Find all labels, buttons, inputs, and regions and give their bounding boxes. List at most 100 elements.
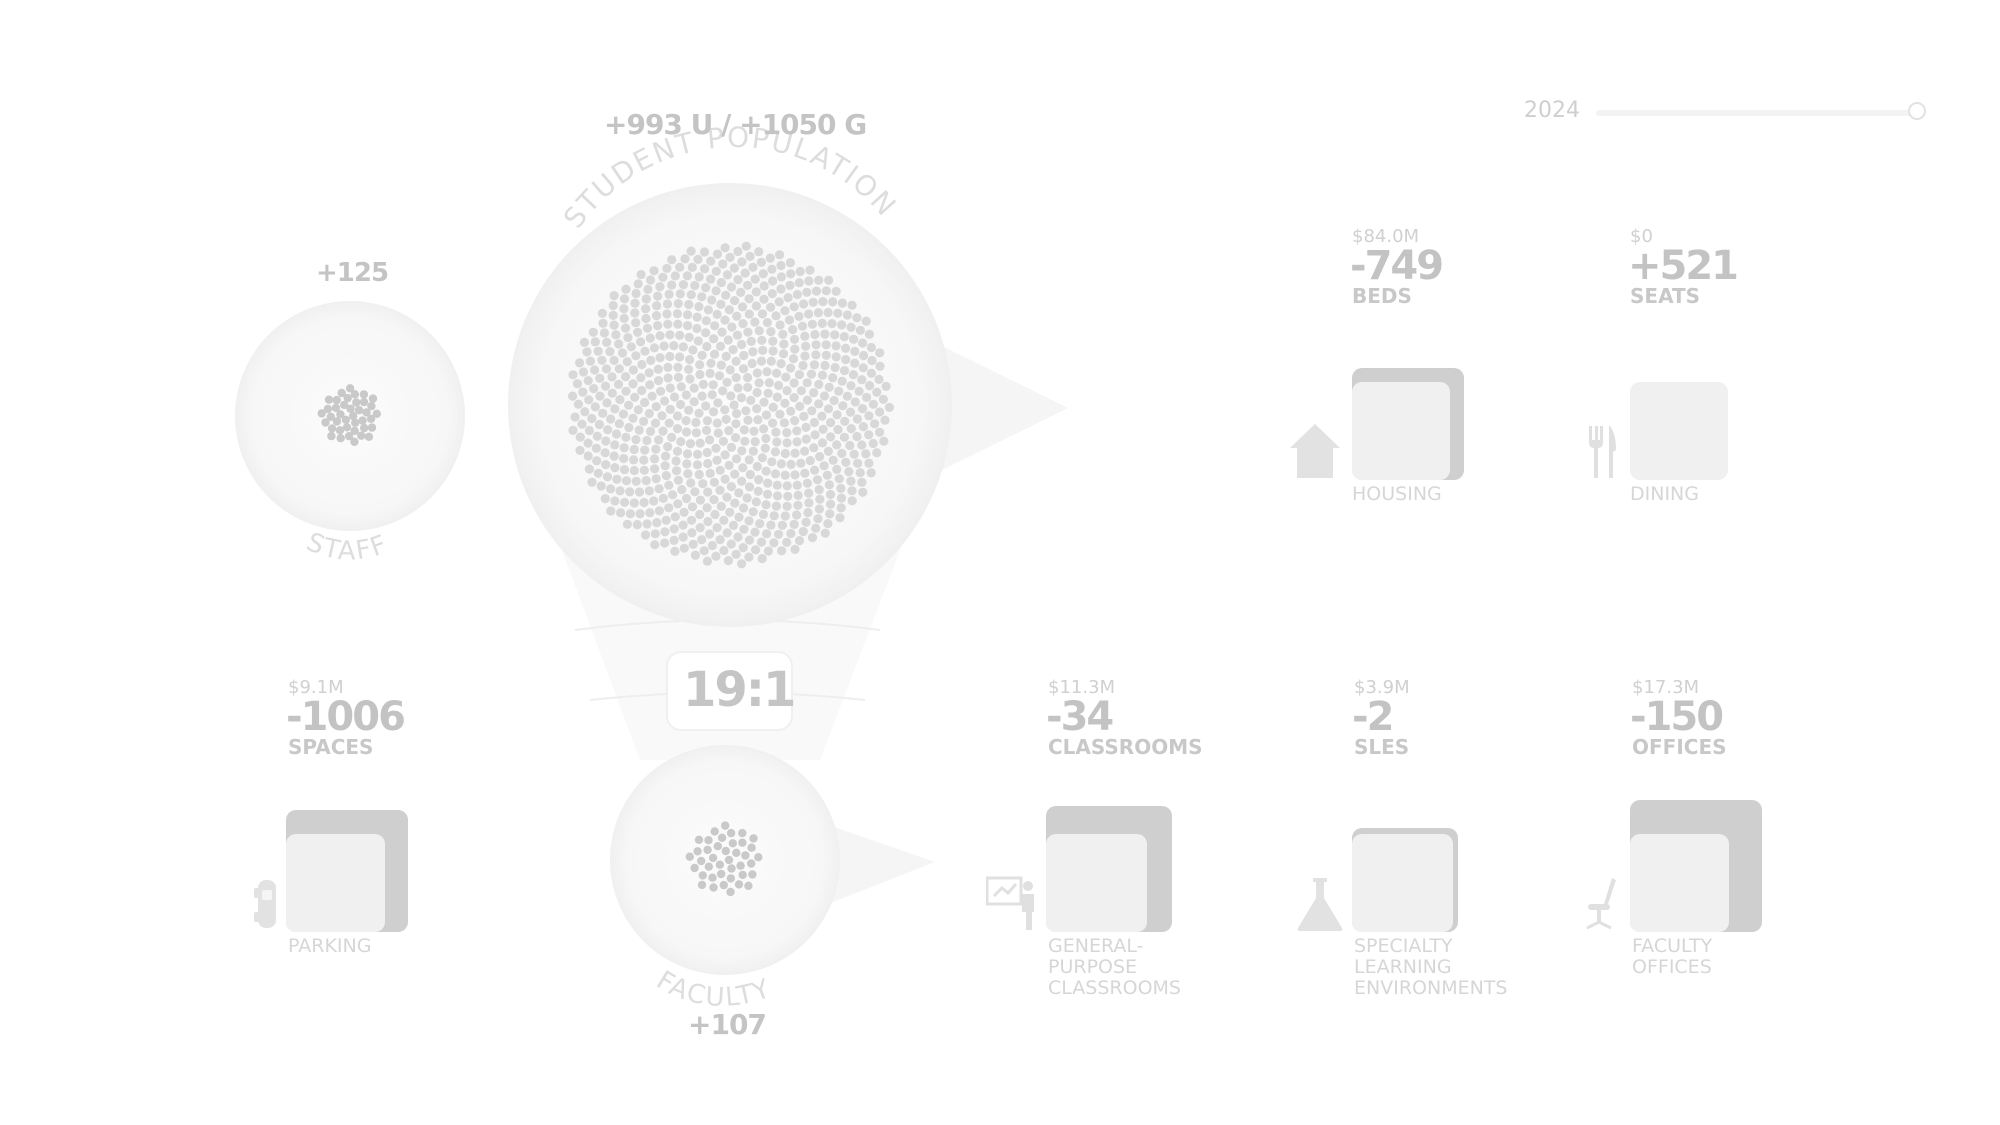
population-dot [738,828,747,838]
population-dot [772,480,782,490]
population-dot [835,513,845,523]
population-dot [354,406,364,415]
population-dot [665,383,675,393]
population-dot [568,391,578,401]
population-dot [673,475,684,485]
population-dot [814,379,824,389]
population-dot [792,426,802,436]
population-dot [716,360,727,370]
population-dot [769,538,779,548]
population-dot [621,284,631,294]
population-dot [743,382,753,392]
population-dot [778,329,788,339]
population-dot [744,294,754,304]
population-dot [731,419,741,429]
population-dot [689,383,699,393]
classrooms-delta: -34 [1046,694,1114,740]
population-dot [830,362,840,373]
population-dot [745,469,755,480]
population-dot [837,448,847,458]
population-dot [721,414,731,424]
population-dot [725,507,735,517]
population-dot [612,474,622,484]
population-dot [720,243,730,253]
population-dot [679,507,689,517]
population-dot [771,501,782,511]
population-dot [357,431,366,440]
population-dot [575,358,585,368]
population-dot [692,460,703,470]
population-dot [845,407,856,417]
office-chair-icon [1586,878,1616,930]
population-dot [601,436,611,446]
population-dot [864,411,874,421]
population-dot [729,263,740,273]
population-dot [629,465,639,476]
population-dot [748,507,758,517]
population-dot [777,520,788,530]
population-dot [655,331,665,341]
population-dot [697,856,706,866]
population-dot [814,504,825,514]
population-dot [804,498,814,508]
population-dot [726,887,735,897]
population-dot [768,418,778,428]
population-dot [815,452,825,462]
population-dot [780,470,790,480]
population-dot [872,387,882,397]
population-dot [771,311,781,321]
ratio-value: 19:1 [683,662,796,718]
timeline-handle[interactable] [1908,102,1926,120]
population-dot [626,342,636,352]
population-dot [595,391,605,401]
population-dot [743,373,753,383]
population-dot [759,424,769,434]
population-dot [754,326,764,336]
population-dot [739,425,749,435]
population-dot [702,447,712,458]
population-dot [655,282,665,292]
population-dot [744,482,755,492]
population-dot [672,309,683,319]
population-dot [733,246,743,257]
population-dot [653,364,663,374]
population-dot [726,442,737,452]
population-dot [609,291,619,301]
population-dot [590,365,600,375]
population-dot [684,364,694,374]
population-dot [829,395,839,406]
population-dot [698,479,708,489]
population-dot [736,287,746,297]
population-dot [814,275,824,285]
population-dot [673,362,683,372]
population-dot [805,456,815,466]
population-dot [673,372,684,382]
population-dot [738,838,747,847]
population-dot [631,318,641,328]
population-dot [775,409,785,419]
population-dot [610,496,620,506]
population-dot [631,351,641,361]
population-dot [683,469,693,479]
population-dot [635,509,645,519]
population-dot [810,430,820,440]
population-dot [737,302,748,312]
population-dot [841,457,851,467]
population-dot [641,304,651,314]
population-dot [606,506,616,516]
population-dot [637,359,647,370]
population-dot [783,293,793,303]
population-dot [818,424,828,434]
population-dot [621,323,631,333]
timeline-track[interactable] [1596,110,1918,116]
population-dot [610,404,620,414]
population-dot [866,368,877,378]
sles-unit: SLES [1354,735,1410,759]
population-dot [746,395,756,405]
population-dot [767,289,777,299]
population-dot [709,883,718,892]
classrooms-label-line-2: PURPOSE [1048,956,1138,978]
population-dot [724,305,734,315]
population-dot [847,486,857,496]
population-dot [868,399,879,409]
